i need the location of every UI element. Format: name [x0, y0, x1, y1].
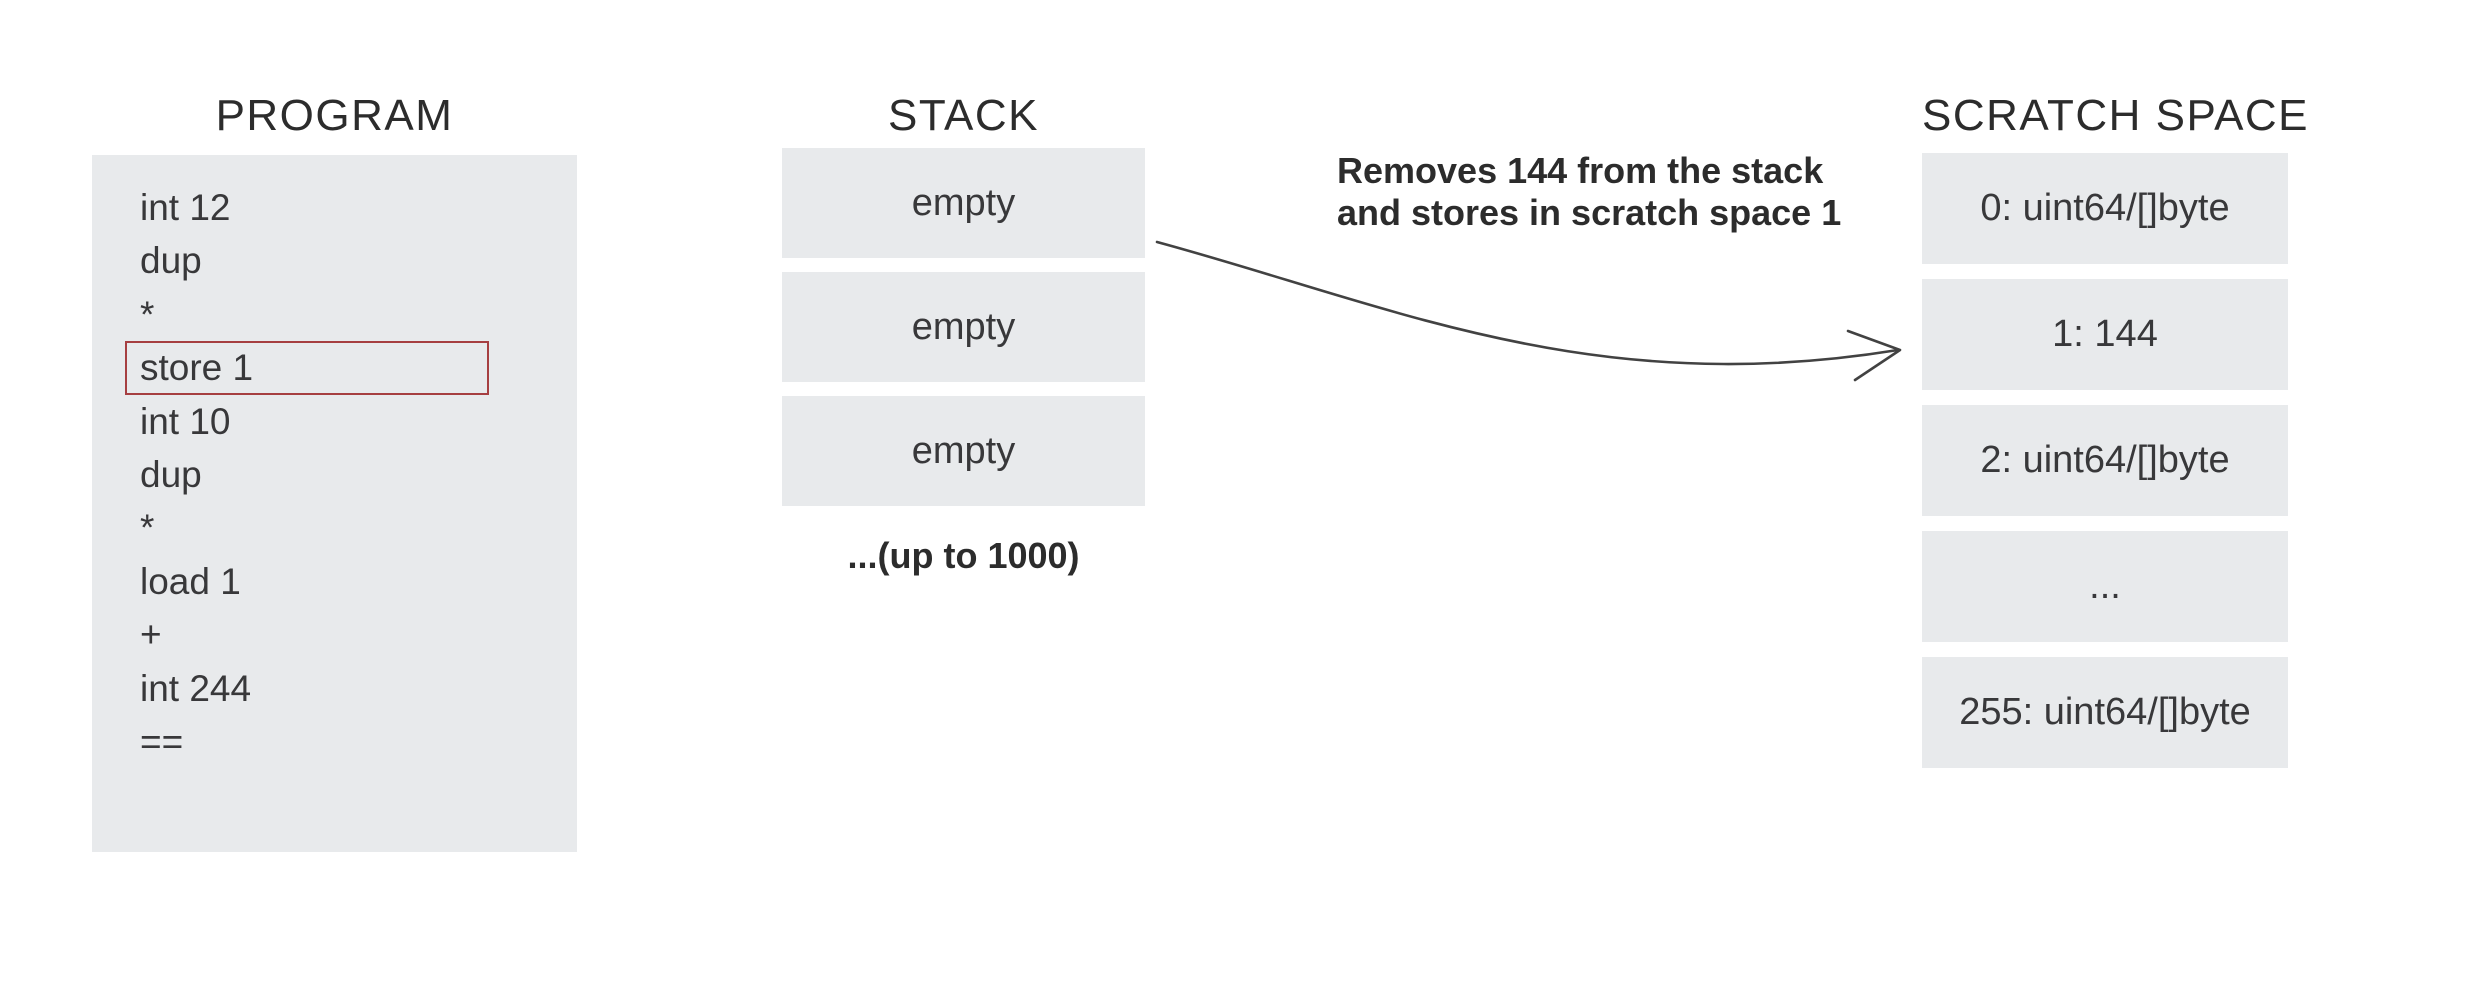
stack-slot: empty [782, 396, 1145, 506]
program-line: int 10 [140, 400, 231, 442]
program-line: * [140, 507, 155, 549]
program-line-highlighted: store 1 [125, 341, 489, 395]
scratch-slot: 1: 144 [1922, 279, 2288, 390]
program-line: + [140, 614, 162, 656]
program-line: dup [140, 240, 202, 282]
program-line: int 244 [140, 667, 252, 709]
scratch-space-title: SCRATCH SPACE [1922, 91, 2310, 140]
program-title: PROGRAM [215, 91, 454, 140]
program-line: int 12 [140, 187, 231, 228]
scratch-slot: 0: uint64/[]byte [1922, 153, 2288, 264]
stack-slot: empty [782, 272, 1145, 382]
scratch-slot: 2: uint64/[]byte [1922, 405, 2288, 516]
stack-capacity-note: ...(up to 1000) [847, 535, 1080, 576]
stack-title: STACK [888, 91, 1039, 140]
scratch-space-box: 0: uint64/[]byte 1: 144 2: uint64/[]byte… [1922, 153, 2288, 768]
stack-box: empty empty empty [782, 148, 1145, 506]
annotation-line-2: and stores in scratch space 1 [1337, 191, 1842, 233]
program-line: dup [140, 453, 202, 495]
arrow-annotation: Removes 144 from the stack and stores in… [1337, 150, 1841, 233]
program-line: == [140, 720, 184, 762]
arrow-head [1846, 329, 1902, 382]
program-line: load 1 [140, 560, 241, 602]
stack-slot: empty [782, 148, 1145, 258]
program-box: int 12 dup * store 1 int 10 dup * load 1… [92, 155, 577, 852]
scratch-slot: 255: uint64/[]byte [1922, 657, 2288, 768]
arrow-curve [1155, 240, 1900, 366]
scratch-slot: ... [1922, 531, 2288, 642]
program-line: * [140, 293, 155, 335]
annotation-line-1: Removes 144 from the stack [1337, 150, 1824, 191]
